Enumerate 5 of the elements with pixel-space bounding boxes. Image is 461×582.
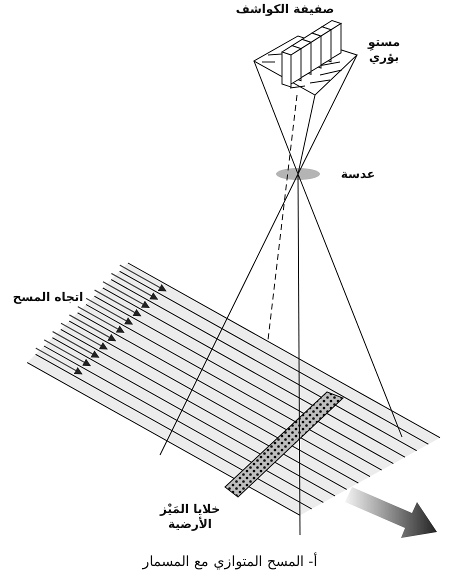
part-label: اتجاه المسح — [12, 290, 84, 305]
part-label: صفيفة الكواشف — [235, 2, 335, 17]
part-label: عدسة — [340, 167, 376, 182]
part-label: خلايا المَيْز الأرضية — [158, 502, 221, 532]
part-label: مستوِ بؤري — [366, 35, 402, 65]
